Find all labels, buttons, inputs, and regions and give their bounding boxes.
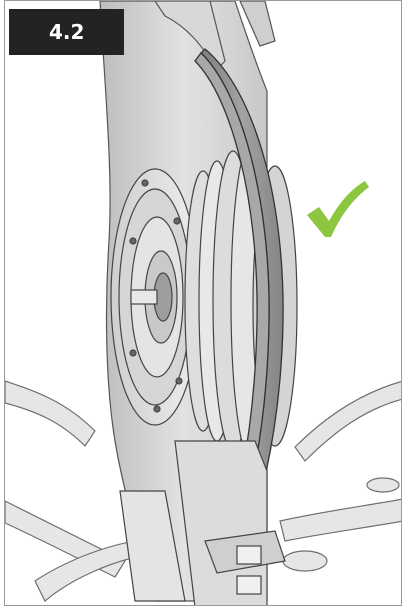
hub-flange <box>110 168 200 426</box>
diagram-frame: 4.2 <box>4 0 402 606</box>
wheel-assembly-illustration <box>5 1 401 605</box>
base-legs <box>5 380 401 602</box>
lower-support <box>119 440 286 605</box>
check-mark-icon <box>307 181 369 237</box>
step-number-badge: 4.2 <box>9 9 124 55</box>
step-number-label: 4.2 <box>49 20 85 44</box>
